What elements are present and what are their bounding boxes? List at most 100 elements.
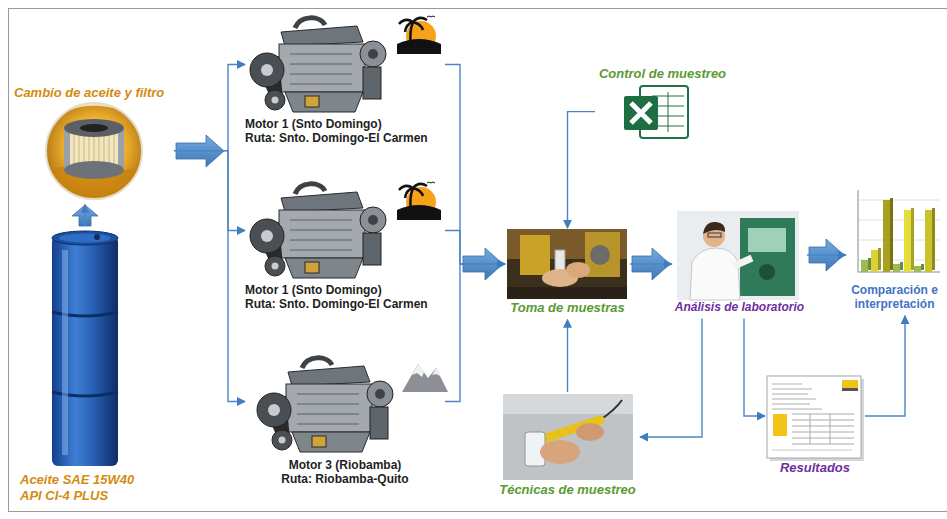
oil-filter-picture: [46, 103, 142, 199]
picture-node: Motor 3 (Riobamba)Ruta: Riobamba-Quito: [245, 345, 445, 491]
picture-node: Técnicas de muestreo: [495, 392, 640, 502]
tropical-icon: [397, 182, 441, 220]
laboratory-photo: [690, 248, 740, 300]
sampling-photo: [520, 235, 550, 275]
flow-connector: [744, 318, 765, 416]
bar-chart-picture: [868, 258, 871, 270]
connector-group: [85, 65, 905, 438]
oil-drum-picture: [52, 231, 118, 245]
bar-chart-picture: [914, 266, 921, 272]
laboratory-photo: [759, 264, 775, 280]
flow-connector: [630, 263, 672, 264]
frame: [9, 9, 947, 512]
node-label: Toma de muestras: [505, 300, 630, 316]
bar-chart-picture: [911, 208, 914, 270]
node-label: Cambio de aceite y filtro: [14, 85, 174, 101]
mountain-icon: [412, 364, 424, 377]
picture-slot: [20, 226, 150, 472]
picture-slot: [672, 210, 807, 300]
laboratory-photo: [748, 228, 786, 252]
node-label: Resultados: [765, 460, 865, 476]
flow-connector: [807, 254, 846, 255]
sampling-photo: [566, 262, 590, 278]
picture-slot: [14, 101, 174, 201]
bar-chart-picture: [878, 248, 881, 270]
bar-chart-picture: [848, 180, 943, 280]
flow-connector: [640, 318, 702, 437]
sampling-photo: [507, 229, 627, 299]
results-document: [773, 414, 787, 436]
flow-connector: [174, 65, 245, 151]
picture-node: Comparación e interpretación: [846, 175, 943, 316]
results-document: [767, 376, 861, 458]
node-label: Ruta: Snto. Domingo-El Carmen: [245, 297, 445, 311]
results-document: [772, 384, 822, 409]
flow-connector: [174, 151, 245, 402]
oil-drum-picture: [59, 234, 111, 243]
engine-picture: [250, 18, 386, 112]
laboratory-photo: [708, 233, 721, 237]
bar-chart-picture: [921, 264, 924, 270]
picture-slot: [595, 82, 730, 142]
technique-photo: [576, 423, 604, 441]
block-arrow: [72, 135, 844, 280]
oil-filter-picture: [40, 98, 150, 210]
picture-slot: [765, 372, 865, 460]
results-document: [842, 380, 858, 388]
spreadsheet-icon: [631, 103, 651, 123]
bar-chart-picture: [890, 198, 893, 270]
spreadsheet-icon: [624, 86, 688, 138]
oil-drum-picture: [52, 312, 118, 396]
sampling-photo: [585, 232, 620, 277]
mountain-icon: [402, 364, 448, 392]
technique-photo: [503, 394, 633, 414]
bar-chart-picture: [932, 208, 935, 270]
picture-node: Motor 1 (Snto Domingo)Ruta: Snto. Doming…: [245, 178, 445, 316]
picture-node: Control de muestreo: [595, 66, 730, 146]
picture-slot: [245, 12, 445, 117]
node-label: Análisis de laboratorio: [672, 300, 807, 314]
bar-chart-picture: [925, 210, 932, 272]
node-label: Control de muestreo: [595, 66, 730, 82]
node-label: Comparación e interpretación: [846, 283, 943, 312]
oil-filter-picture: [64, 119, 124, 137]
mountain-icon: [402, 364, 448, 392]
picture-slot: [245, 178, 445, 283]
sampling-photo: [507, 229, 627, 299]
node-label: Motor 1 (Snto Domingo): [245, 283, 445, 297]
picture-node: Aceite SAE 15W40 API CI-4 PLUS: [20, 226, 150, 507]
node-label: Aceite SAE 15W40 API CI-4 PLUS: [20, 472, 150, 503]
flow-connector: [568, 112, 596, 228]
oil-drum-picture: [52, 236, 118, 466]
block-arrow: [72, 205, 98, 226]
bar-chart-picture: [858, 190, 940, 272]
flow-connector: [445, 264, 505, 402]
oil-drum-picture: [94, 234, 100, 240]
node-label: Motor 1 (Snto Domingo): [245, 117, 445, 131]
laboratory-photo: [677, 211, 799, 300]
bar-chart-picture: [871, 250, 878, 272]
picture-node: Motor 1 (Snto Domingo)Ruta: Snto. Doming…: [245, 12, 445, 150]
picture-node: Toma de muestras: [505, 228, 630, 320]
picture-node: Cambio de aceite y filtro: [14, 85, 174, 205]
results-document: [842, 388, 858, 391]
picture-slot: [505, 228, 630, 300]
tropical-icon: [397, 16, 441, 54]
flow-connector: [445, 231, 505, 265]
laboratory-photo: [734, 258, 752, 266]
bar-chart-picture: [893, 264, 900, 272]
flow-connector: [865, 316, 905, 416]
results-document: [792, 414, 854, 444]
bar-chart-picture: [848, 180, 943, 280]
spreadsheet-icon: [624, 96, 658, 130]
bar-chart-picture: [904, 210, 911, 272]
oil-filter-picture: [80, 124, 108, 132]
mountain-icon: [432, 368, 440, 376]
laboratory-photo: [677, 211, 799, 300]
picture-slot: [495, 392, 640, 482]
oil-filter-picture: [64, 161, 124, 179]
picture-slot: [846, 175, 943, 283]
picture-node: Análisis de laboratorio: [672, 210, 807, 318]
